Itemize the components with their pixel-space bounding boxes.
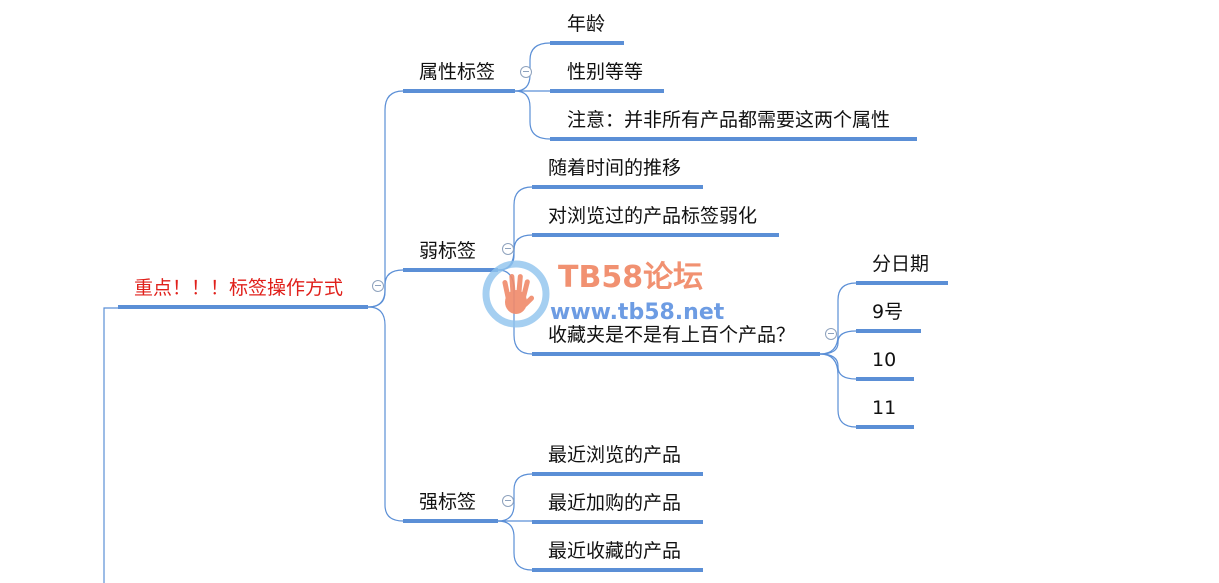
sub-to-leaf-line bbox=[819, 330, 857, 355]
sub-underline bbox=[532, 352, 820, 356]
branch-underline bbox=[403, 89, 515, 93]
leaf-topic[interactable]: 性别等等 bbox=[567, 61, 644, 83]
collapse-icon[interactable] bbox=[372, 280, 384, 292]
hand-logo-icon bbox=[482, 260, 550, 328]
leaf-topic[interactable]: 最近浏览的产品 bbox=[548, 444, 682, 466]
branch-topic[interactable]: 强标签 bbox=[419, 491, 477, 513]
leaf-topic[interactable]: 10 bbox=[872, 349, 897, 371]
root-topic[interactable]: 重点！！！标签操作方式 bbox=[134, 277, 344, 299]
sub-topic[interactable]: 收藏夹是不是有上百个产品？ bbox=[548, 324, 796, 346]
leaf-underline bbox=[856, 377, 914, 381]
sub-to-leaf-line bbox=[819, 353, 857, 380]
root-to-branch-line bbox=[367, 90, 404, 308]
branch-to-leaf-line bbox=[497, 473, 533, 522]
leaf-topic[interactable]: 11 bbox=[872, 397, 897, 419]
watermark: TB58论坛 www.tb58.net bbox=[480, 250, 750, 340]
leaf-topic[interactable]: 9号 bbox=[872, 301, 904, 323]
collapse-icon[interactable] bbox=[825, 328, 837, 340]
collapse-icon[interactable] bbox=[502, 243, 514, 255]
watermark-title: TB58论坛 bbox=[558, 260, 704, 295]
leaf-underline bbox=[532, 568, 703, 572]
root-spine-line bbox=[103, 307, 118, 583]
leaf-topic[interactable]: 最近加购的产品 bbox=[548, 492, 682, 514]
collapse-icon[interactable] bbox=[502, 495, 514, 507]
leaf-topic[interactable]: 注意：并非所有产品都需要这两个属性 bbox=[567, 109, 891, 131]
leaf-topic[interactable]: 随着时间的推移 bbox=[548, 157, 682, 179]
branch-underline bbox=[403, 519, 498, 523]
watermark-url: www.tb58.net bbox=[550, 300, 725, 325]
root-to-branch-line bbox=[367, 306, 404, 522]
root-to-branch-line bbox=[367, 269, 404, 308]
branch-to-leaf-line bbox=[514, 42, 551, 92]
leaf-underline bbox=[856, 281, 948, 285]
leaf-underline bbox=[532, 520, 703, 524]
leaf-underline bbox=[532, 185, 703, 189]
leaf-underline bbox=[550, 41, 624, 45]
leaf-underline bbox=[532, 233, 779, 237]
leaf-topic[interactable]: 对浏览过的产品标签弱化 bbox=[548, 205, 758, 227]
branch-to-leaf-line bbox=[514, 90, 551, 140]
sub-to-leaf-line bbox=[819, 353, 857, 428]
sub-to-leaf-line bbox=[819, 282, 857, 355]
branch-to-leaf-line bbox=[497, 520, 533, 571]
leaf-underline bbox=[532, 472, 703, 476]
leaf-underline bbox=[550, 137, 917, 141]
branch-topic[interactable]: 弱标签 bbox=[419, 240, 477, 262]
leaf-topic[interactable]: 年龄 bbox=[567, 13, 606, 35]
leaf-underline bbox=[550, 89, 664, 93]
leaf-topic[interactable]: 最近收藏的产品 bbox=[548, 540, 682, 562]
leaf-topic[interactable]: 分日期 bbox=[872, 253, 930, 275]
collapse-icon[interactable] bbox=[520, 66, 532, 78]
leaf-underline bbox=[856, 329, 921, 333]
root-underline bbox=[118, 305, 368, 309]
branch-topic[interactable]: 属性标签 bbox=[419, 61, 496, 83]
branch-underline bbox=[403, 268, 498, 272]
leaf-underline bbox=[856, 425, 914, 429]
